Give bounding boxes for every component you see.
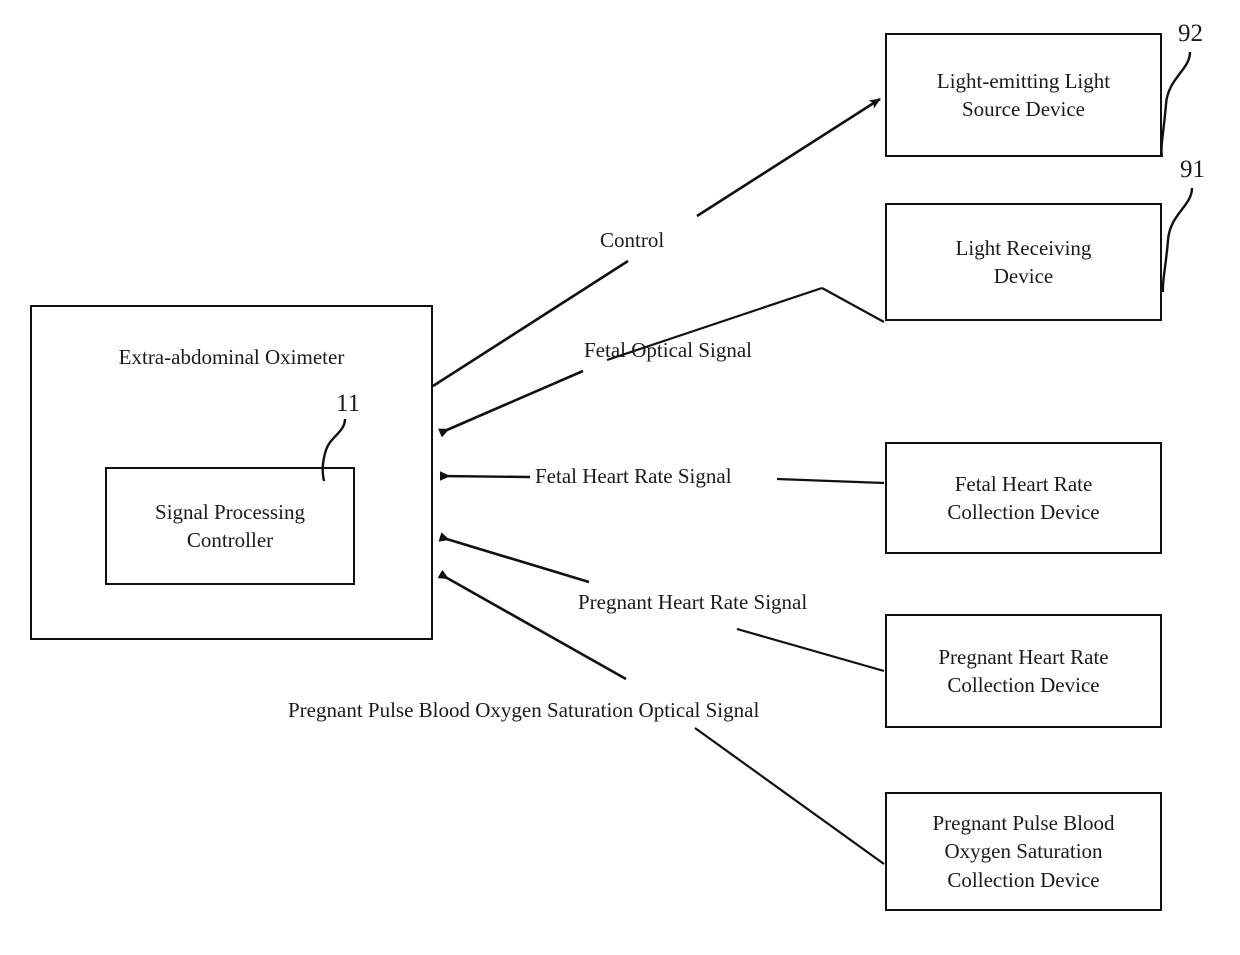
connector-label-pregnant-spo2: Pregnant Pulse Blood Oxygen Saturation O…: [288, 698, 760, 722]
oximeter-box[interactable]: Extra-abdominal Oximeter: [30, 305, 433, 640]
fetal-heart-rate-collection-device-box[interactable]: Fetal Heart Rate Collection Device: [885, 442, 1162, 554]
oximeter-title: Extra-abdominal Oximeter: [118, 345, 345, 369]
reference-numeral-92: 92: [1178, 20, 1203, 47]
leader-line-92: [1160, 51, 1192, 158]
connector-label-fetal-heart-rate: Fetal Heart Rate Signal: [535, 464, 732, 488]
signal-processing-controller-box[interactable]: Signal Processing Controller: [105, 467, 355, 585]
pregnant-heart-rate-collection-device-label: Pregnant Heart Rate Collection Device: [938, 644, 1109, 697]
connector-label-fetal-optical: Fetal Optical Signal: [584, 338, 752, 362]
signal-processing-controller-label: Signal Processing Controller: [155, 499, 305, 552]
connector-label-pregnant-heart-rate: Pregnant Heart Rate Signal: [578, 590, 808, 614]
pregnant-heart-rate-collection-device-box[interactable]: Pregnant Heart Rate Collection Device: [885, 614, 1162, 728]
reference-numeral-91: 91: [1180, 156, 1205, 183]
light-emitting-light-source-device-label: Light-emitting Light Source Device: [936, 68, 1111, 121]
reference-numeral-11: 11: [336, 390, 361, 417]
light-receiving-device-box[interactable]: Light Receiving Device: [885, 203, 1162, 321]
light-receiving-device-label: Light Receiving Device: [955, 235, 1092, 288]
fetal-heart-rate-collection-device-label: Fetal Heart Rate Collection Device: [947, 471, 1100, 524]
pregnant-pulse-spo2-collection-device-box[interactable]: Pregnant Pulse Blood Oxygen Saturation C…: [885, 792, 1162, 911]
leader-line-91: [1161, 187, 1194, 293]
connector-label-control: Control: [600, 228, 665, 252]
pregnant-pulse-spo2-collection-device-label: Pregnant Pulse Blood Oxygen Saturation C…: [932, 811, 1115, 892]
light-emitting-light-source-device-box[interactable]: Light-emitting Light Source Device: [885, 33, 1162, 157]
